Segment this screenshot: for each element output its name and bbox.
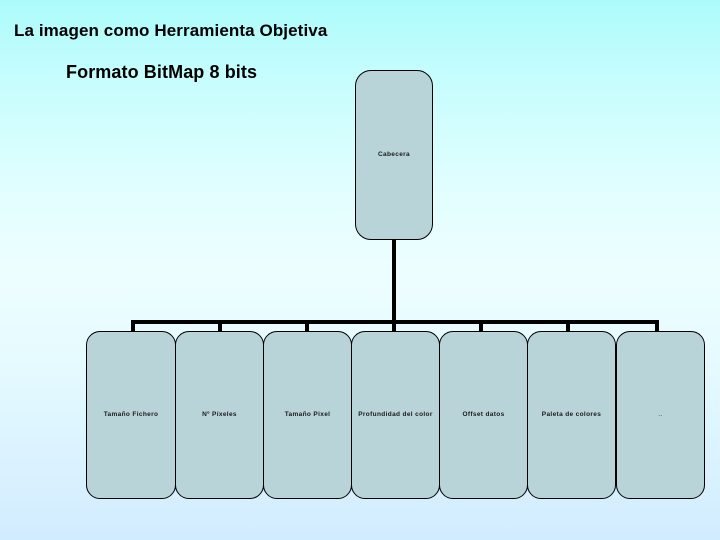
node-offset-datos[interactable]: Offset datos xyxy=(439,331,528,499)
node-profundidad-del-color[interactable]: Profundidad del color xyxy=(351,331,440,499)
node-tamano-pixel[interactable]: Tamaño Pixel xyxy=(263,331,352,499)
connector-drop-child-2 xyxy=(218,320,222,333)
node-profundidad-del-color-label: Profundidad del color xyxy=(358,410,433,418)
connector-drop-child-7 xyxy=(655,320,659,333)
node-mas-campos[interactable]: .. xyxy=(616,331,705,499)
node-numero-pixeles[interactable]: Nº Píxeles xyxy=(175,331,264,499)
page-subtitle: Formato BitMap 8 bits xyxy=(66,62,258,82)
node-cabecera[interactable]: Cabecera xyxy=(355,70,433,240)
node-tamano-fichero-label: Tamaño Fichero xyxy=(103,410,159,418)
node-numero-pixeles-label: Nº Píxeles xyxy=(202,410,237,418)
connector-drop-child-5 xyxy=(479,320,483,333)
node-cabecera-label: Cabecera xyxy=(377,150,411,158)
connector-trunk-root-to-bus xyxy=(392,240,396,322)
connector-drop-child-6 xyxy=(566,320,570,333)
connector-drop-child-4 xyxy=(392,320,396,333)
node-mas-campos-label: .. xyxy=(658,410,663,418)
node-offset-datos-label: Offset datos xyxy=(462,410,505,418)
node-tamano-pixel-label: Tamaño Pixel xyxy=(284,410,331,418)
node-paleta-de-colores[interactable]: Paleta de colores xyxy=(527,331,616,499)
node-paleta-de-colores-label: Paleta de colores xyxy=(541,410,602,418)
node-tamano-fichero[interactable]: Tamaño Fichero xyxy=(86,331,176,499)
page-title: La imagen como Herramienta Objetiva xyxy=(14,21,328,40)
connector-drop-child-1 xyxy=(131,320,135,333)
connector-drop-child-3 xyxy=(305,320,309,333)
